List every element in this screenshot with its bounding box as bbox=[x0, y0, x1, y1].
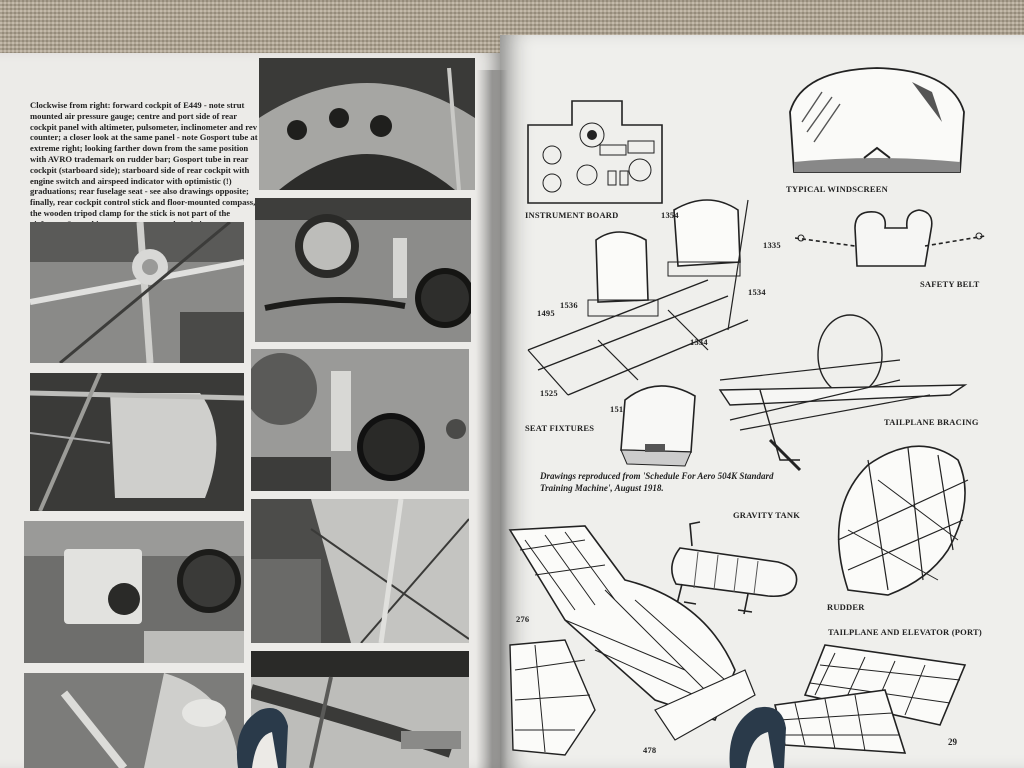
book-gutter bbox=[476, 70, 508, 768]
photo-control-stick bbox=[24, 673, 244, 768]
photo-engine-switch-airspeed bbox=[24, 521, 244, 663]
label-typical-windscreen: TYPICAL WINDSCREEN bbox=[786, 184, 888, 194]
rudder-drawing bbox=[837, 445, 969, 596]
part-number-1334: 1334 bbox=[690, 337, 708, 347]
part-number-478: 478 bbox=[643, 745, 657, 755]
seat-fixtures-drawing bbox=[527, 199, 749, 396]
tailplane-elevator-drawing bbox=[774, 644, 967, 754]
part-number-1354: 1354 bbox=[661, 210, 679, 220]
seat-shell-drawing bbox=[620, 385, 696, 467]
book-stand-left-tab bbox=[236, 708, 288, 768]
part-number-1536: 1536 bbox=[560, 300, 578, 310]
page-number: 29 bbox=[948, 737, 957, 747]
photo-rudder-bar bbox=[251, 499, 469, 643]
photo-rear-seat bbox=[30, 373, 244, 511]
part-number-1495: 1495 bbox=[537, 308, 555, 318]
label-tailplane-elevator: TAILPLANE AND ELEVATOR (PORT) bbox=[828, 627, 982, 637]
label-safety-belt: SAFETY BELT bbox=[920, 279, 980, 289]
book-stand-right-tab bbox=[729, 706, 786, 768]
drawings-credit: Drawings reproduced from 'Schedule For A… bbox=[540, 471, 774, 493]
photo-caption: Clockwise from right: forward cockpit of… bbox=[30, 100, 258, 229]
safety-belt-drawing bbox=[795, 209, 985, 267]
photo-rear-panel bbox=[255, 198, 471, 342]
label-rudder: RUDDER bbox=[827, 602, 865, 612]
wing-rib-drawing bbox=[508, 525, 756, 756]
photo-panel-closeup bbox=[251, 349, 469, 491]
photo-gosport-tube bbox=[251, 651, 469, 768]
label-gravity-tank: GRAVITY TANK bbox=[733, 510, 801, 520]
photo-strut-gauge bbox=[30, 222, 244, 363]
part-number-1525: 1525 bbox=[540, 388, 558, 398]
instrument-board-drawing bbox=[527, 100, 663, 204]
label-tailplane-bracing: TAILPLANE BRACING bbox=[884, 417, 979, 427]
tailplane-bracing-drawing bbox=[718, 314, 968, 472]
label-instrument-board: INSTRUMENT BOARD bbox=[525, 210, 619, 220]
part-number-276: 276 bbox=[516, 614, 530, 624]
part-number-1335: 1335 bbox=[763, 240, 781, 250]
gravity-tank-drawing bbox=[671, 521, 798, 615]
windscreen-drawing bbox=[789, 67, 965, 173]
part-number-1513: 1513 bbox=[610, 404, 628, 414]
part-number-1534: 1534 bbox=[748, 287, 766, 297]
photo-forward-cockpit bbox=[259, 58, 475, 190]
label-seat-fixtures: SEAT FIXTURES bbox=[525, 423, 595, 433]
